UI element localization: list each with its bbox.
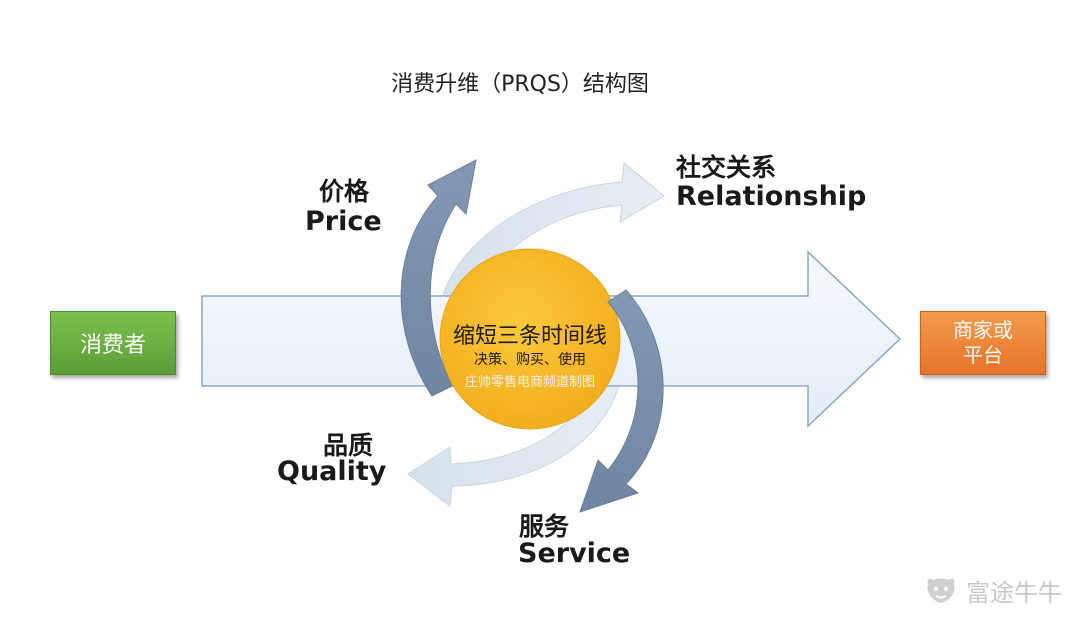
center-main-text: 缩短三条时间线 (452, 324, 607, 349)
diagram-title: 消费升维（PRQS）结构图 (391, 72, 649, 97)
center-sub-text: 决策、购买、使用 (474, 352, 586, 368)
merchant-line-2: 平台 (963, 343, 1003, 367)
center-watermark-text: 庄帅零售电商频道制图 (464, 375, 595, 390)
service-label-en: Service (518, 538, 631, 569)
center-circle (439, 248, 621, 430)
brand-name: 富途牛牛 (966, 579, 1062, 607)
relationship-label-cn: 社交关系 (676, 153, 777, 182)
bull-logo-icon (924, 576, 958, 606)
service-curved-arrow (579, 289, 664, 513)
quality-label-cn: 品质 (323, 431, 374, 460)
merchant-box: 商家或 平台 (920, 311, 1046, 375)
price-curved-arrow (400, 159, 477, 397)
quality-label-en: Quality (277, 456, 387, 487)
consumer-box: 消费者 (50, 311, 176, 375)
price-label-cn: 价格 (319, 177, 370, 206)
relationship-label-en: Relationship (676, 181, 867, 212)
merchant-line-1: 商家或 (953, 318, 1013, 342)
brand-watermark: 富途牛牛 (924, 573, 1062, 608)
price-label-en: Price (305, 206, 382, 237)
service-label-cn: 服务 (519, 512, 570, 541)
